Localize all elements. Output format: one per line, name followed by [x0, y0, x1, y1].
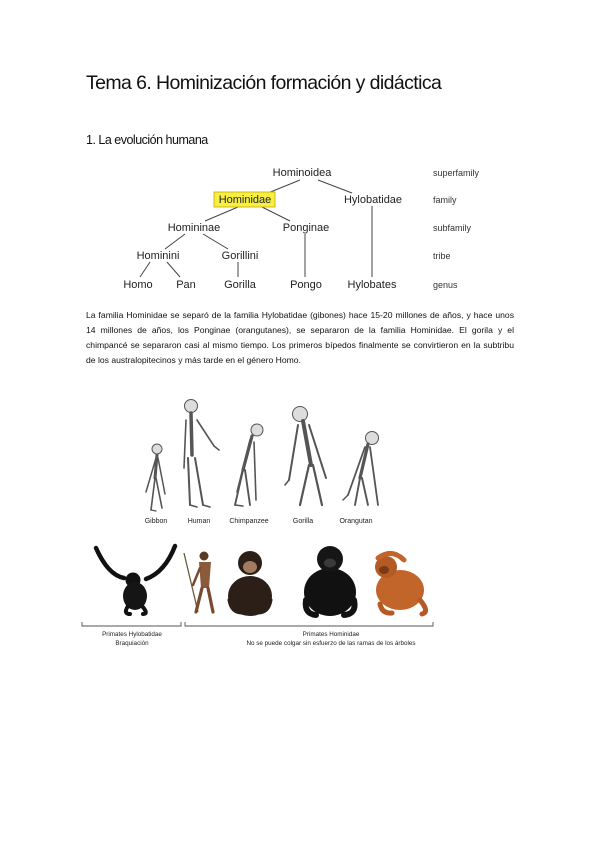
skeleton-human — [183, 399, 220, 508]
node-hominidae: Hominidae — [219, 194, 272, 206]
skeleton-orangutan — [342, 431, 379, 506]
node-pan: Pan — [176, 279, 196, 291]
label-orangutan: Orangutan — [339, 518, 372, 525]
body-paragraph: La familia Hominidae se separó de la fam… — [86, 310, 514, 365]
chimpanzee-image — [227, 551, 273, 616]
tree-connectors — [139, 179, 373, 278]
label-primates-hominidae: Primates Hominidae — [303, 631, 360, 638]
label-primates-hylobatidae: Primates Hylobatidae — [102, 631, 162, 638]
rank-subfamily: subfamily — [433, 223, 472, 233]
label-braquiacion: Braquiación — [115, 640, 149, 647]
node-ponginae: Ponginae — [283, 222, 330, 234]
node-hominoidea: Hominoidea — [273, 167, 333, 179]
rank-tribe: tribe — [433, 251, 451, 261]
skeleton-chimpanzee — [234, 423, 264, 507]
node-hominini: Hominini — [137, 250, 180, 262]
bracket-hylobatidae — [81, 622, 182, 627]
label-gorilla: Gorilla — [293, 518, 313, 525]
label-chimpanzee: Chimpanzee — [229, 518, 268, 525]
section-heading: 1. La evolución humana — [86, 133, 208, 147]
document-title: Tema 6. Hominización formación y didácti… — [86, 72, 442, 94]
gibbon-hanging-image — [93, 543, 178, 616]
gorilla-image — [302, 546, 358, 618]
node-gorilla: Gorilla — [224, 279, 257, 291]
skeleton-gorilla — [284, 406, 327, 507]
label-hominidae-note: No se puede colgar sin esfuerzo de las r… — [246, 640, 415, 647]
node-pongo: Pongo — [290, 279, 322, 291]
hominidae-highlight — [213, 191, 276, 208]
bracket-hominidae — [184, 622, 434, 627]
node-gorillini: Gorillini — [222, 250, 259, 262]
node-homininae: Homininae — [168, 222, 221, 234]
early-human-image — [183, 551, 215, 614]
node-hylobatidae: Hylobatidae — [344, 194, 402, 206]
node-homo: Homo — [123, 279, 152, 291]
label-gibbon: Gibbon — [145, 518, 168, 525]
taxonomy-tree: Hominoidea Hominidae Hylobatidae Hominin… — [123, 167, 480, 291]
rank-genus: genus — [433, 280, 458, 290]
label-human: Human — [188, 518, 211, 525]
rank-superfamily: superfamily — [433, 168, 480, 178]
rank-family: family — [433, 195, 457, 205]
node-hylobates: Hylobates — [348, 279, 397, 291]
skeleton-gibbon — [145, 443, 166, 512]
orangutan-image — [375, 551, 428, 617]
